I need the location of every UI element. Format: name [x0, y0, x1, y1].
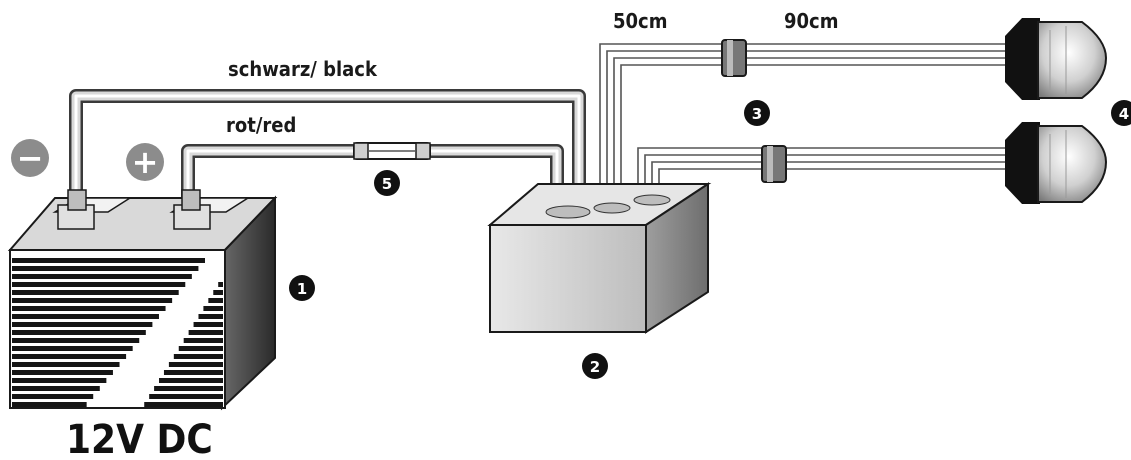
black-wire: [69, 89, 586, 210]
control-box-icon: [487, 182, 712, 334]
callout-battery: 1: [289, 275, 315, 301]
battery-stripes: [12, 258, 223, 407]
lamp-wire-upper: [599, 43, 1005, 212]
negative-terminal: [52, 189, 133, 230]
callout-connector: 3: [744, 100, 770, 126]
svg-text:2: 2: [590, 358, 600, 376]
callout-control-box: 2: [582, 353, 608, 379]
callout-fuse: 5: [374, 170, 400, 196]
voltage-label: 12V DC: [66, 417, 213, 460]
callout-lamps: 4: [1111, 100, 1131, 126]
svg-text:4: 4: [1119, 105, 1129, 123]
battery-icon: [7, 195, 278, 411]
length-50cm-label: 50cm: [613, 9, 667, 33]
negative-sign: −: [17, 139, 44, 177]
positive-terminal: [169, 189, 251, 230]
lamp-icon: [1005, 18, 1108, 100]
fuse-icon: [353, 142, 431, 160]
svg-text:5: 5: [382, 175, 392, 193]
inline-connector-icon: [721, 39, 747, 77]
positive-sign: +: [132, 143, 159, 181]
lamp-icon: [1005, 122, 1108, 204]
plus-sign-icon: +: [126, 143, 164, 181]
red-wire-label: rot/red: [226, 113, 296, 137]
black-wire-label: schwarz/ black: [228, 57, 378, 81]
inline-connector-icon: [761, 145, 787, 183]
svg-text:3: 3: [752, 105, 762, 123]
svg-text:1: 1: [297, 280, 307, 298]
minus-sign-icon: −: [11, 139, 49, 177]
length-90cm-label: 90cm: [784, 9, 838, 33]
